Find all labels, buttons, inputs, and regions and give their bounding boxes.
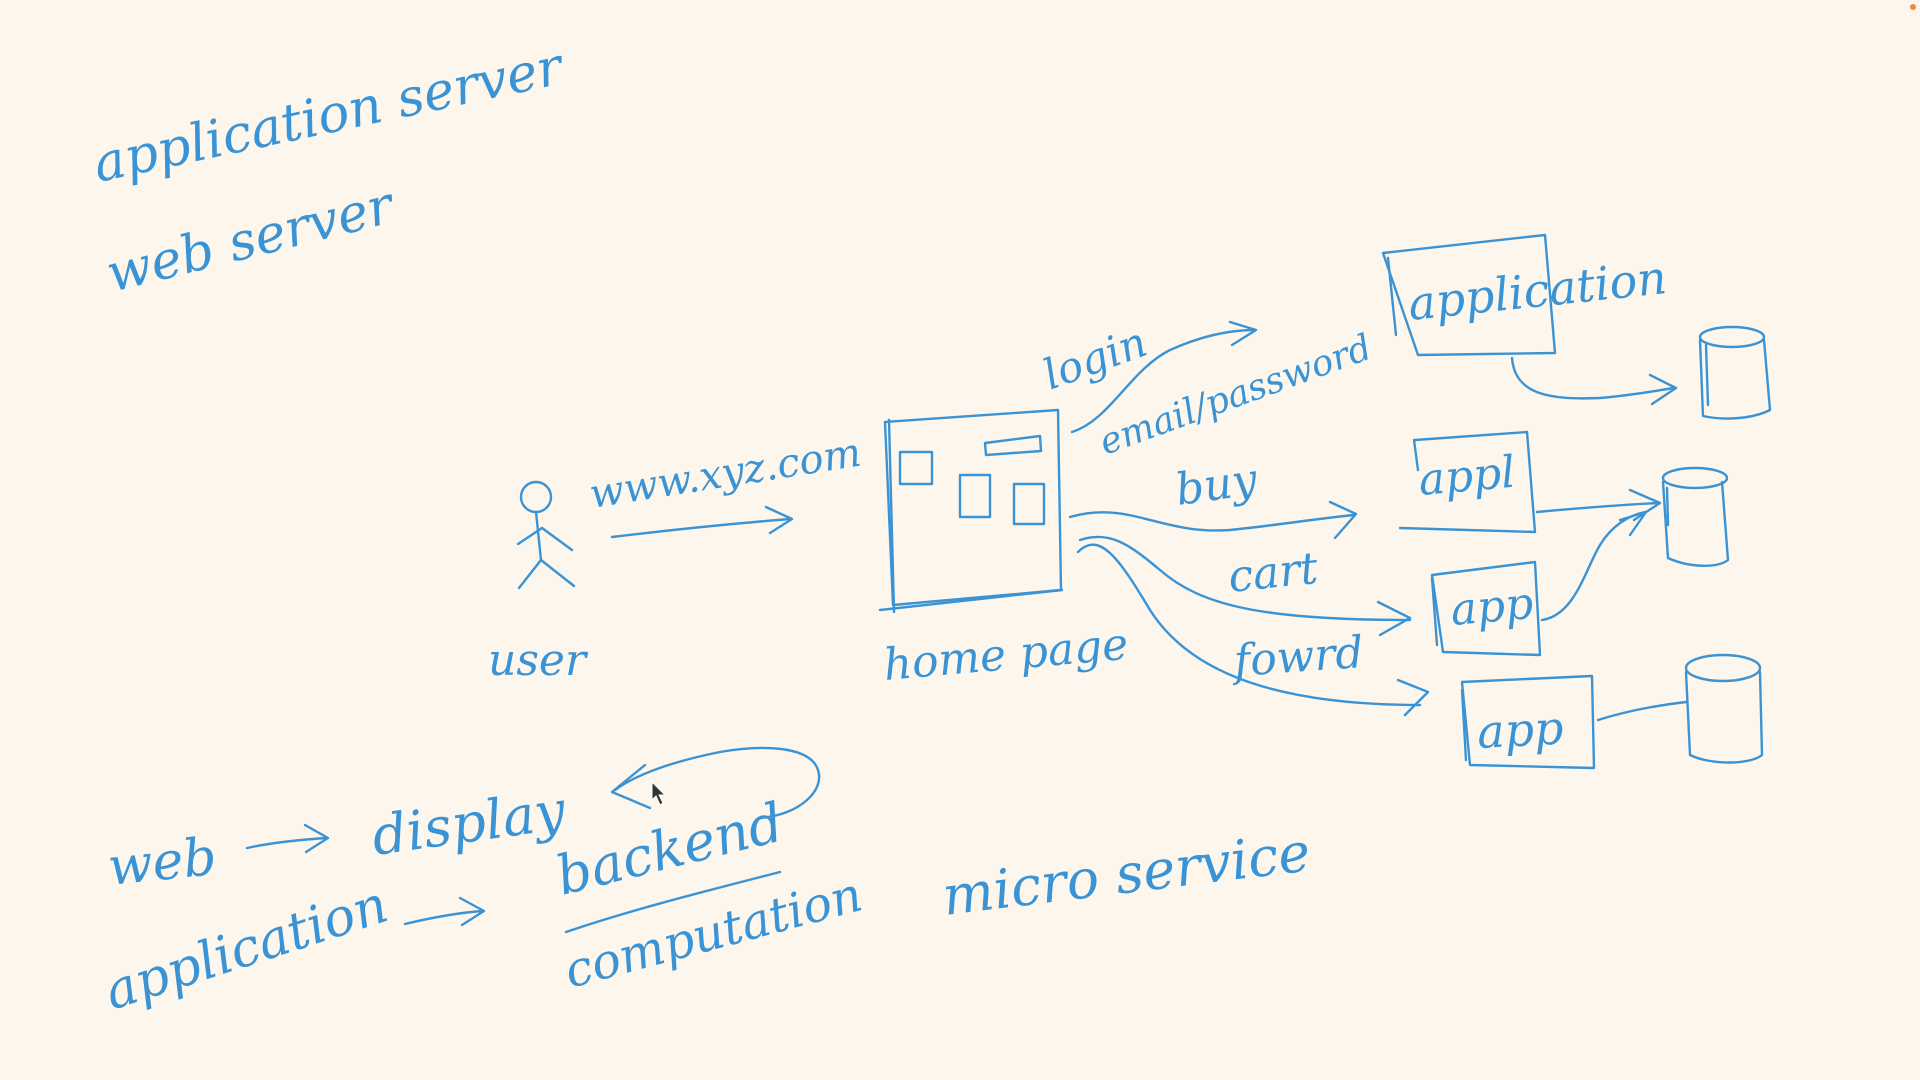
home-page-outline <box>878 408 1064 614</box>
recording-indicator-icon <box>1910 4 1916 10</box>
service-appl: appl <box>1398 430 1537 534</box>
service-app-1: app <box>1430 560 1542 657</box>
note-backend: backend <box>550 791 789 908</box>
database-icon-3 <box>1684 653 1764 764</box>
line-app2-to-db <box>1596 700 1688 722</box>
arrow-forward <box>1076 543 1430 717</box>
note-web: web <box>105 827 219 898</box>
arrow-cart <box>1078 535 1412 637</box>
home-page-box: home page <box>878 408 1131 691</box>
service-application-label: application <box>1406 250 1670 331</box>
arrow-user-to-homepage <box>610 505 794 539</box>
database-icon-2 <box>1661 466 1730 567</box>
arrow-buy <box>1068 500 1358 540</box>
database-icon-1 <box>1698 325 1772 420</box>
widget-bar <box>983 434 1043 457</box>
bottom-notes: web display backend application computat… <box>97 746 1314 1023</box>
url-label: www.xyz.com <box>586 430 864 518</box>
flow-label-cart: cart <box>1226 543 1321 603</box>
service-app-2: app <box>1460 674 1596 770</box>
mouse-cursor-icon <box>651 780 667 806</box>
arrow-application-to-db <box>1510 356 1678 406</box>
note-application: application <box>97 875 394 1023</box>
home-page-label: home page <box>882 619 1131 691</box>
service-appl-label: appl <box>1417 447 1518 506</box>
underline-backend <box>564 870 782 934</box>
note-web-server: web server <box>101 175 402 305</box>
arrow-web-to-display <box>245 823 330 854</box>
widget-square-1 <box>898 450 934 486</box>
user-label: user <box>488 635 589 686</box>
service-app-2-label: app <box>1476 701 1565 759</box>
user-actor: user <box>488 480 589 686</box>
note-micro-service: micro service <box>939 820 1314 928</box>
arrow-login <box>1070 320 1258 434</box>
widget-square-2 <box>958 473 992 519</box>
arrow-application-to-backend <box>403 896 486 927</box>
arrow-backend-loop <box>610 746 821 820</box>
service-app-1-label: app <box>1449 578 1536 636</box>
top-notes: application server web server <box>88 36 570 304</box>
flow-label-buy: buy <box>1172 454 1261 516</box>
note-display: display <box>368 778 570 868</box>
service-application: application <box>1381 233 1670 357</box>
flow-label-forward: fowrd <box>1229 627 1365 687</box>
stick-figure-icon <box>516 480 576 590</box>
arrows-to-db-2 <box>1535 488 1662 622</box>
note-application-server: application server <box>88 36 570 195</box>
flow-label-login: login <box>1037 317 1153 399</box>
widget-square-3 <box>1012 482 1046 526</box>
